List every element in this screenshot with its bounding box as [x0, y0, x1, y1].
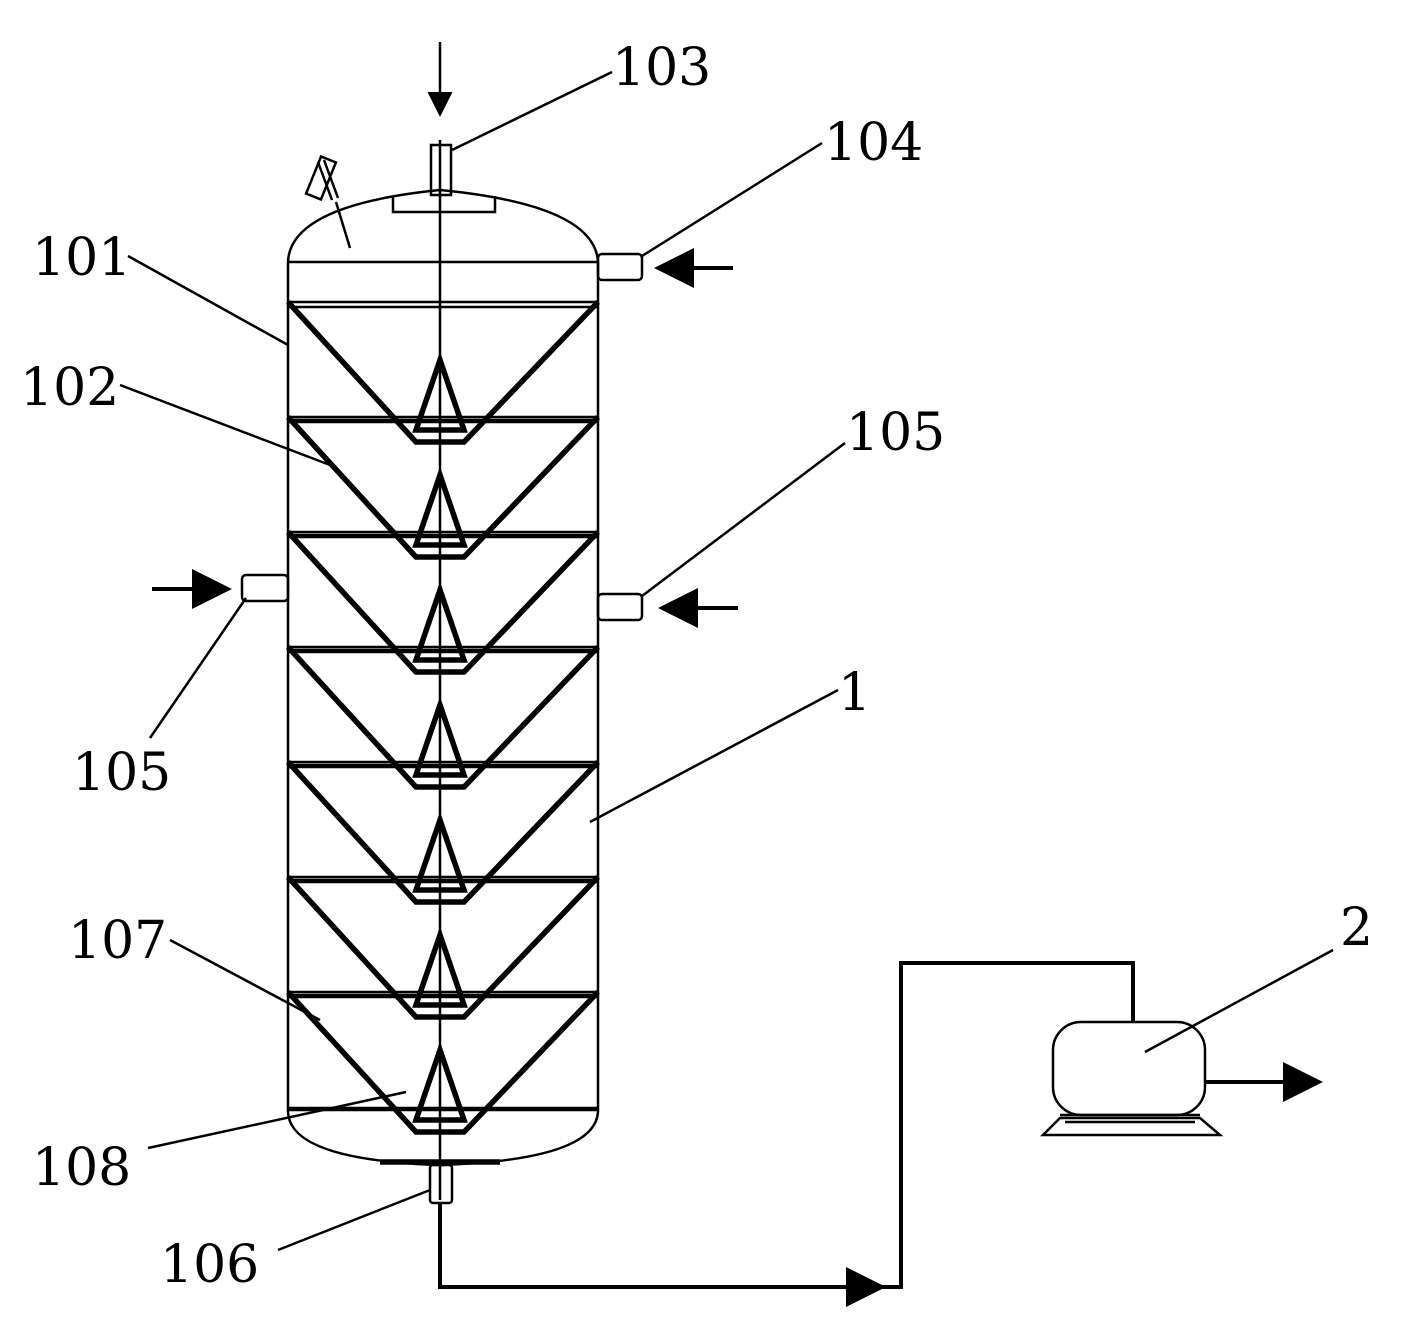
label-107: 107: [68, 911, 167, 971]
pump-body: [1051, 1020, 1207, 1117]
label-108: 108: [32, 1138, 131, 1198]
top-distributor: [391, 196, 497, 214]
inlet-105-left-nozzle: [240, 573, 290, 603]
inlet-104-nozzle: [596, 252, 644, 282]
inner-cone: [412, 926, 468, 1008]
pump-base: [1039, 1116, 1224, 1137]
inner-cone: [412, 811, 468, 893]
stage-group: [285, 300, 600, 1135]
label-103: 103: [612, 38, 711, 98]
feed-nozzle: [429, 143, 453, 197]
label-2: 2: [1340, 898, 1373, 958]
label-106: 106: [160, 1235, 259, 1295]
funnel-plate: [285, 875, 600, 1020]
inner-cone: [412, 1041, 468, 1123]
label-101: 101: [32, 228, 131, 288]
reactor-shell: [286, 188, 600, 1167]
funnel-plate: [285, 645, 600, 790]
label-102: 102: [20, 358, 119, 418]
funnel-plate: [285, 415, 600, 560]
inner-cone: [412, 351, 468, 433]
funnel-plate: [285, 760, 600, 905]
label-105-left: 105: [72, 743, 171, 803]
inner-cone: [412, 466, 468, 548]
funnel-plate: [285, 990, 600, 1135]
label-105-right: 105: [846, 403, 945, 463]
inner-cone: [412, 581, 468, 663]
pump: [1039, 1020, 1323, 1137]
pump-feed-line: [878, 961, 1135, 1289]
funnel-plate: [285, 300, 600, 445]
inner-cone: [412, 696, 468, 778]
leader-lines: [119, 70, 1334, 1252]
funnel-plate: [285, 530, 600, 675]
thermometer-icon: [304, 154, 352, 249]
outlet-line: [438, 1203, 872, 1289]
label-104: 104: [824, 113, 923, 173]
label-1: 1: [838, 663, 871, 723]
inlet-105-right-nozzle: [596, 592, 644, 622]
